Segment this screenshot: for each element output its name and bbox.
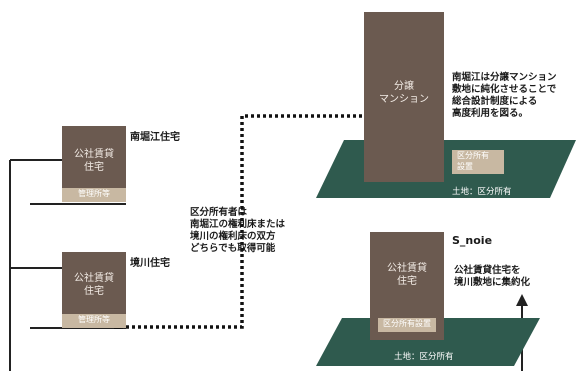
bunjo-note-line-2: 敷地に純化させることで — [452, 84, 557, 95]
bunjo-land-label: 土地：区分所有 — [452, 187, 512, 197]
sakaigawa-badge: 管理所等 — [62, 314, 126, 328]
bunjo-box-line-1: 分譲 — [394, 81, 414, 92]
bunjo-mansion-building: 分譲 マンション — [364, 12, 444, 182]
bunjo-badge-line-2: 設置 — [457, 162, 473, 171]
middle-note-line-3: 境川の権利床の双方 — [190, 231, 276, 242]
bunjo-badge: 区分所有 設置 — [452, 150, 504, 174]
minami-horie-name: 南堀江住宅 — [130, 132, 180, 143]
sakaigawa-building: 公社賃貸 住宅 管理所等 — [62, 252, 126, 328]
snoie-box-line-2: 住宅 — [397, 276, 417, 287]
middle-note-line-4: どちらでも取得可能 — [190, 243, 276, 254]
snoie-land-label: 土地：区分所有 — [394, 352, 454, 362]
snoie-note-line-2: 境川敷地に集約化 — [454, 277, 531, 288]
snoie-note: 公社賃貸住宅を 境川敷地に集約化 — [454, 265, 530, 289]
bunjo-badge-line-1: 区分所有 — [457, 151, 489, 160]
bunjo-box-line-2: マンション — [379, 94, 429, 105]
snoie-box-line-1: 公社賃貸 — [387, 263, 427, 274]
bunjo-note-line-3: 総合設計制度による — [452, 96, 538, 107]
middle-note: 区分所有者は 南堀江の権利床または 境川の権利床の双方 どちらでも取得可能 — [190, 207, 285, 255]
minami-box-line-2: 住宅 — [84, 162, 104, 173]
sakaigawa-box-line-1: 公社賃貸 — [74, 273, 114, 284]
dotted-connection-arrow — [120, 114, 376, 329]
sakaigawa-box-line-2: 住宅 — [84, 286, 104, 297]
bunjo-note: 南堀江は分譲マンション 敷地に純化させることで 総合設計制度による 高度利用を図… — [452, 72, 557, 120]
middle-note-line-1: 区分所有者は — [190, 207, 248, 218]
snoie-name: S_noie — [452, 234, 493, 247]
minami-horie-building: 公社賃貸 住宅 管理所等 — [62, 126, 126, 202]
snoie-arrow-head — [516, 294, 528, 306]
bunjo-land-parcel — [316, 140, 576, 198]
snoie-badge: 区分所有設置 — [378, 318, 436, 332]
minami-badge: 管理所等 — [62, 188, 126, 202]
bunjo-note-line-1: 南堀江は分譲マンション — [452, 72, 557, 83]
middle-note-line-2: 南堀江の権利床または — [190, 219, 286, 230]
sakaigawa-name: 境川住宅 — [130, 258, 170, 269]
bunjo-note-line-4: 高度利用を図る。 — [452, 108, 529, 119]
snoie-building: 公社賃貸 住宅 区分所有設置 — [370, 232, 444, 340]
minami-box-line-1: 公社賃貸 — [74, 149, 114, 160]
snoie-note-line-1: 公社賃貸住宅を — [454, 265, 521, 276]
